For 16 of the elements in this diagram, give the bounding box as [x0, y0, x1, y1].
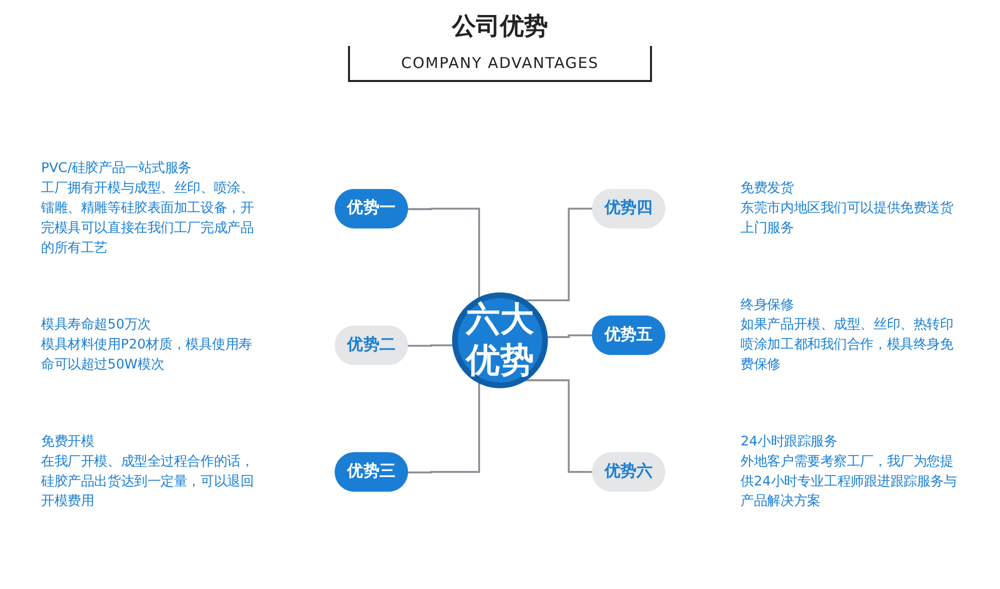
node-label: 东莞市内地区我们可以提供免费送货上门服务 — [740, 200, 954, 236]
node-circle: 六大优势 — [452, 292, 548, 388]
node-label: 模具材料使用P20材质，模具使用寿命可以超过50W模次 — [41, 337, 252, 373]
node-label: 终身保修 — [740, 298, 794, 313]
node-label: 模具寿命超50万次 — [41, 317, 152, 333]
node-label: 如果产品开模、成型、丝印、热转印喷涂加工都和我们合作，模具终身免费保修 — [740, 317, 954, 373]
node-label: PVC/硅胶产品一站式服务 — [41, 160, 192, 176]
node-label: 外地客户需要考察工厂，我厂为您提供24小时专业工程师跟进跟踪服务与产品解决方案 — [740, 454, 957, 510]
node-label: 在我厂开模、成型全过程合作的话，硅胶产品出货达到一定量，可以退回开模费用 — [41, 454, 254, 510]
node-label: 免费发货 — [740, 180, 794, 196]
node-label: 24小时跟踪服务 — [740, 434, 838, 450]
connector — [544, 334, 594, 338]
node-label: 免费开模 — [41, 434, 94, 450]
node-label: 工厂拥有开模与成型、丝印、喷涂、镭雕、精雕等硅胶表面加工设备，开完模具可以直接在我们工厂完成产品的所有工艺 — [41, 180, 254, 256]
subheading: COMPANY ADVANTAGES — [348, 46, 652, 82]
heading: 公司优势 — [450, 11, 549, 42]
